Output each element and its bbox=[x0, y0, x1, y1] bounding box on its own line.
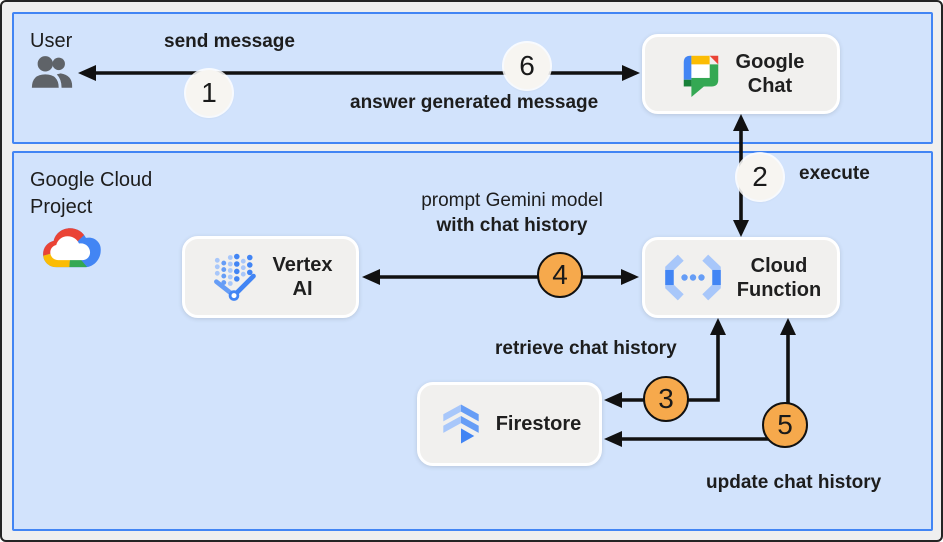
node-google-chat: Google Chat bbox=[642, 34, 840, 114]
step-number-2: 2 bbox=[752, 161, 768, 192]
prompt-gemini-line1: prompt Gemini model bbox=[421, 190, 603, 211]
cloud-function-label: Cloud Function bbox=[736, 254, 822, 301]
node-cloud-function: Cloud Function bbox=[642, 237, 840, 318]
execute-label: execute bbox=[799, 163, 870, 184]
cloud-function-icon bbox=[665, 254, 721, 301]
google-chat-label: Google Chat bbox=[735, 51, 805, 97]
gcp-zone-label: Google Cloud Project bbox=[30, 169, 153, 218]
google-chat-icon bbox=[683, 55, 718, 97]
prompt-gemini-line2: with chat history bbox=[436, 215, 588, 236]
update-chat-history-label: update chat history bbox=[706, 472, 882, 493]
retrieve-chat-history-label: retrieve chat history bbox=[495, 338, 677, 359]
people-icon bbox=[31, 56, 73, 88]
step-badge-4: 4 bbox=[537, 252, 583, 298]
prompt-gemini-label: prompt Gemini model with chat history bbox=[382, 188, 642, 238]
step-badge-5: 5 bbox=[762, 402, 808, 448]
send-message-label: send message bbox=[164, 31, 295, 52]
firestore-icon bbox=[443, 404, 479, 444]
vertex-ai-label: Vertex AI bbox=[272, 254, 333, 300]
step-badge-6: 6 bbox=[504, 43, 550, 89]
firestore-label: Firestore bbox=[495, 413, 582, 435]
step-number-1: 1 bbox=[201, 77, 217, 108]
step-number-5: 5 bbox=[777, 409, 793, 440]
google-cloud-logo bbox=[43, 228, 101, 268]
step-badge-2: 2 bbox=[737, 154, 783, 200]
step-number-3: 3 bbox=[658, 383, 674, 414]
node-vertex-ai: Vertex AI bbox=[182, 236, 359, 318]
step-number-6: 6 bbox=[519, 50, 535, 81]
node-firestore: Firestore bbox=[417, 382, 602, 466]
vertex-ai-icon bbox=[214, 253, 257, 301]
step-badge-3: 3 bbox=[643, 376, 689, 422]
user-zone-label: User bbox=[30, 30, 73, 52]
answer-generated-message-label: answer generated message bbox=[350, 92, 599, 113]
step-number-4: 4 bbox=[552, 259, 568, 290]
step-badge-1: 1 bbox=[186, 70, 232, 116]
